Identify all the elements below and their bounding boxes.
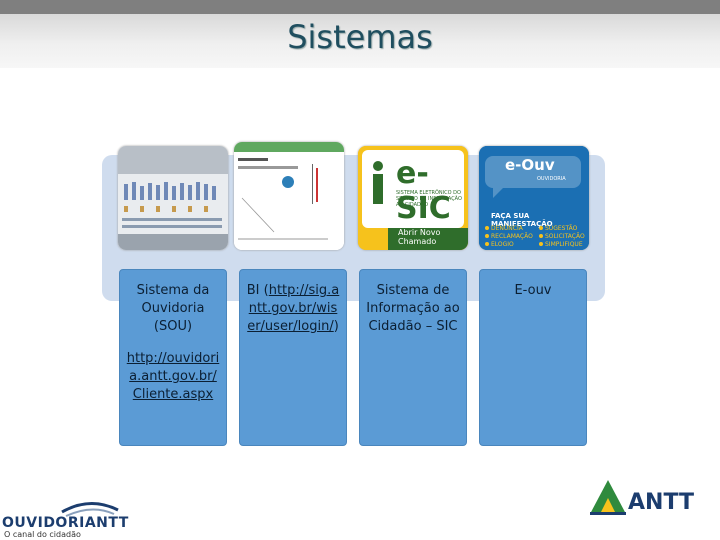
antt-logo-icon (590, 480, 626, 515)
card-sou[interactable]: Sistema da Ouvidoria (SOU) http://ouvido… (119, 269, 227, 446)
card-sic[interactable]: Sistema de Informação ao Cidadão – SIC (359, 269, 467, 446)
sou-screenshot-image (118, 146, 228, 250)
sou-thumbnail[interactable] (118, 146, 228, 250)
eouv-small-label: OUVIDORIA (537, 176, 566, 182)
esic-brand: e-SIC (396, 156, 451, 226)
ouvidoria-logo-text: OUVIDORIANTT (2, 515, 129, 531)
eouv-item-simplifique: SIMPLIFIQUE (545, 241, 583, 248)
eouv-cta: FAÇA SUA MANIFESTAÇÃO (491, 212, 553, 228)
card-bi[interactable]: BI (http://sig.antt.gov.br/wiser/user/lo… (239, 269, 347, 446)
antt-logo-text: ANTT (628, 490, 694, 515)
bi-thumbnail[interactable] (234, 142, 344, 250)
card-sou-title: Sistema da Ouvidoria (SOU) (136, 283, 210, 334)
eouv-item-elogio: ELOGIO (491, 241, 514, 248)
card-bi-title-suffix: ) (333, 319, 339, 334)
esic-logo-icon (358, 146, 468, 250)
eouv-item-denuncia: DENÚNCIA (491, 225, 523, 232)
page-title: Sistemas (287, 18, 433, 56)
ouvidoria-logo-icon (61, 502, 119, 517)
top-bar (0, 0, 720, 14)
eouv-item-reclamacao: RECLAMAÇÃO (491, 233, 533, 240)
eouv-thumbnail[interactable]: e-Ouv OUVIDORIA FAÇA SUA MANIFESTAÇÃO DE… (479, 146, 589, 250)
title-bar (0, 14, 720, 68)
card-sic-title: Sistema de Informação ao Cidadão – SIC (366, 283, 460, 334)
card-bi-title-prefix: BI ( (246, 283, 269, 298)
card-eouv[interactable]: E-ouv (479, 269, 587, 446)
esic-open-ticket-button[interactable]: Abrir Novo Chamado (398, 228, 441, 246)
eouv-brand: e-Ouv (505, 156, 555, 174)
esic-thumbnail[interactable]: e-SIC SISTEMA ELETRÔNICO DO SERVIÇO DE I… (358, 146, 468, 250)
card-eouv-title: E-ouv (514, 283, 552, 298)
ouvidoria-tagline: O canal do cidadão (4, 530, 81, 539)
bi-screenshot-image (234, 142, 344, 250)
eouv-item-solicitacao: SOLICITAÇÃO (545, 233, 585, 240)
eouv-logo-icon (479, 146, 589, 250)
card-bi-link[interactable]: http://sig.antt.gov.br/wiser/user/login/ (247, 283, 340, 334)
card-sou-link[interactable]: http://ouvidoria.antt.gov.br/Cliente.asp… (126, 351, 220, 402)
eouv-item-sugestao: SUGESTÃO (545, 225, 578, 232)
esic-subtitle: SISTEMA ELETRÔNICO DO SERVIÇO DE INFORMA… (396, 190, 462, 208)
